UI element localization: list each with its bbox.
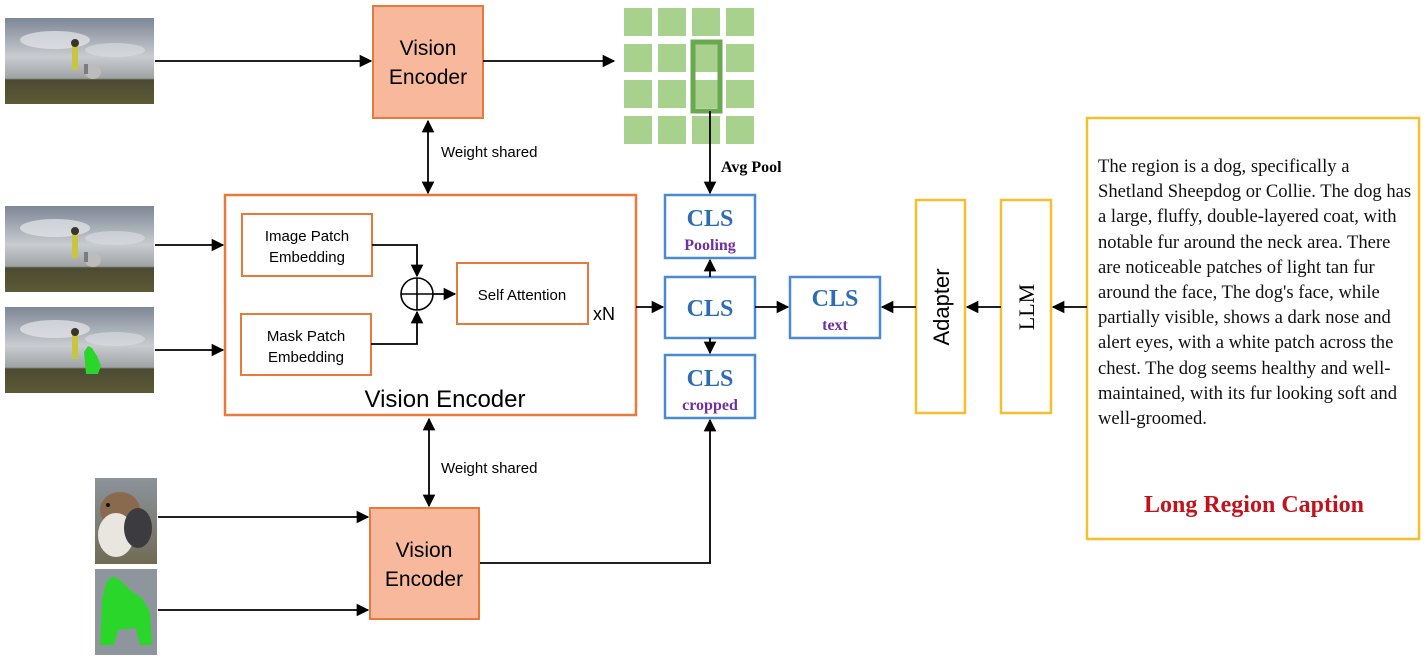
cls-text-sub: text bbox=[822, 317, 848, 334]
cls-pooling-box bbox=[663, 193, 757, 260]
llm-label: LLM bbox=[1014, 284, 1039, 330]
feature-grid bbox=[624, 8, 754, 144]
weight-shared-bottom-label: Weight shared bbox=[441, 460, 537, 477]
bottom-encoder-label-2: Encoder bbox=[385, 568, 463, 591]
self-attention-label: Self Attention bbox=[478, 287, 566, 304]
cls-main-title: CLS bbox=[687, 296, 734, 322]
cls-pooling-sub: Pooling bbox=[684, 237, 736, 254]
scene-masked-image bbox=[5, 307, 154, 393]
adapter-box bbox=[914, 198, 967, 415]
dog-crop-image bbox=[95, 478, 157, 564]
self-attention-box bbox=[456, 262, 589, 325]
arrows bbox=[155, 54, 1087, 617]
llm-box bbox=[999, 198, 1053, 415]
mask-patch-label-2: Embedding bbox=[268, 349, 344, 366]
cls-main-box bbox=[663, 275, 757, 340]
avg-pool-label: Avg Pool bbox=[721, 159, 782, 176]
mask-patch-embedding-box bbox=[240, 313, 372, 376]
scene-image-middle bbox=[5, 206, 154, 292]
image-patch-label-2: Embedding bbox=[269, 249, 345, 266]
main-encoder-title: Vision Encoder bbox=[365, 386, 526, 413]
repeat-label: xN bbox=[593, 304, 615, 324]
circled-plus-icon bbox=[400, 277, 434, 311]
cls-cropped-title: CLS bbox=[687, 366, 734, 392]
bottom-vision-encoder-box bbox=[369, 507, 480, 620]
scene-image-top bbox=[5, 18, 154, 104]
cls-text-box bbox=[788, 275, 882, 340]
caption-text: The region is a dog, specifically a Shet… bbox=[1098, 156, 1412, 430]
top-vision-encoder-box bbox=[372, 5, 484, 119]
image-patch-embedding-box bbox=[241, 213, 373, 277]
cls-cropped-sub: cropped bbox=[682, 397, 738, 414]
adapter-label: Adapter bbox=[929, 268, 954, 345]
caption-box bbox=[1085, 116, 1421, 541]
caption-title: Long Region Caption bbox=[1143, 492, 1365, 518]
cls-cropped-box bbox=[663, 353, 757, 420]
top-encoder-label-2: Encoder bbox=[389, 66, 467, 89]
image-patch-label-1: Image Patch bbox=[265, 228, 349, 245]
dog-mask-image bbox=[95, 569, 157, 655]
mask-patch-label-1: Mask Patch bbox=[267, 328, 345, 345]
top-encoder-label-1: Vision bbox=[400, 37, 457, 60]
cls-pooling-title: CLS bbox=[687, 206, 734, 232]
bottom-encoder-label-1: Vision bbox=[396, 539, 453, 562]
weight-shared-top-label: Weight shared bbox=[441, 144, 537, 161]
cls-text-title: CLS bbox=[812, 286, 859, 312]
pooling-window-highlight bbox=[690, 39, 723, 114]
